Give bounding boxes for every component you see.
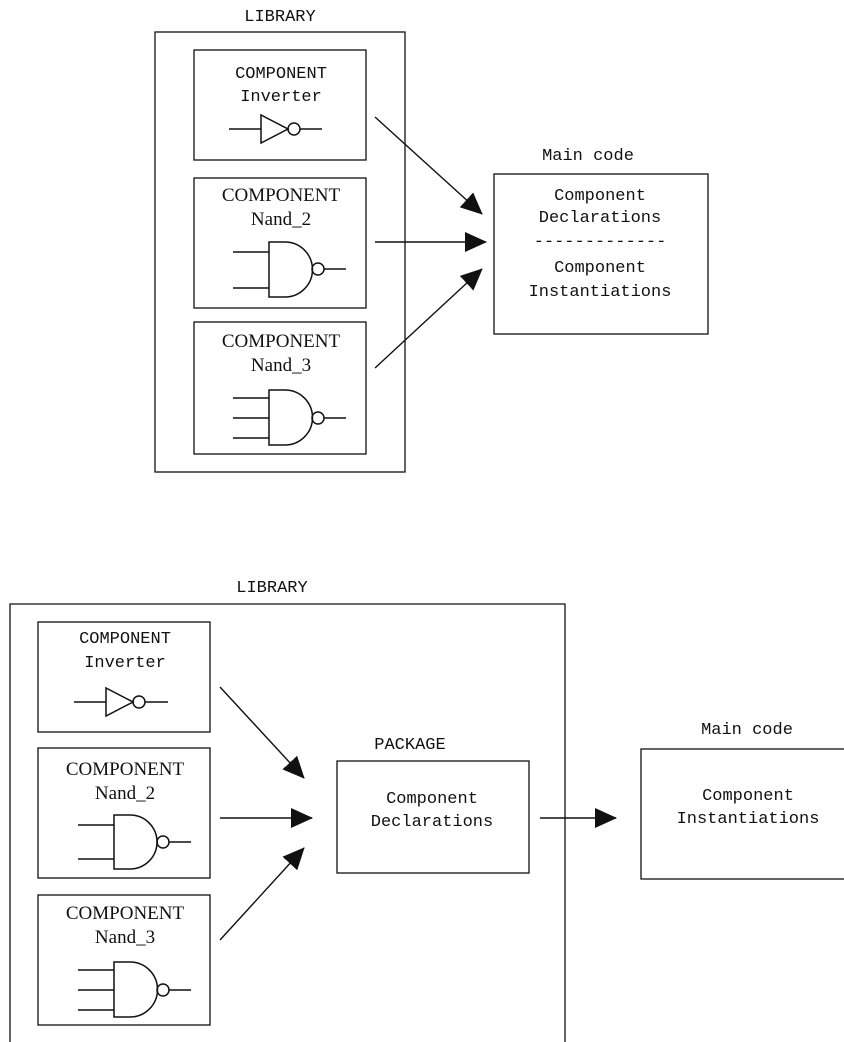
bottom-arrow-nand3	[219, 847, 305, 941]
top-main-code-line2: Declarations	[539, 209, 661, 228]
bottom-nand3-kind: COMPONENT	[66, 903, 185, 924]
bottom-nand3-name: Nand_3	[95, 927, 155, 948]
bottom-nand2-name: Nand_2	[95, 783, 155, 804]
top-arrow-inverter	[374, 116, 483, 215]
bottom-component-nand2: COMPONENT Nand_2	[37, 747, 211, 879]
top-nand2-box	[193, 177, 367, 309]
top-main-code-line3: Component	[554, 259, 646, 278]
top-main-code-line1: Component	[554, 187, 646, 206]
bottom-main-code-box	[640, 748, 844, 880]
bottom-main-code-line1: Component	[702, 787, 794, 806]
inverter-gate-icon	[74, 686, 168, 718]
top-component-inverter: COMPONENT Inverter	[193, 49, 367, 161]
nand2-gate-icon	[78, 814, 191, 870]
package-label: PACKAGE	[374, 736, 445, 755]
top-library-label: LIBRARY	[244, 8, 315, 27]
top-main-code-divider: -------------	[534, 233, 667, 252]
bottom-nand2-box	[37, 747, 211, 879]
top-library-box	[154, 31, 406, 473]
top-nand3-kind: COMPONENT	[222, 331, 341, 352]
top-component-nand2: COMPONENT Nand_2	[193, 177, 367, 309]
nand3-gate-icon	[233, 389, 346, 446]
bottom-inverter-kind: COMPONENT	[79, 630, 171, 649]
bottom-diagram: LIBRARY COMPONENT Inverter COMPONENT Nan…	[9, 579, 844, 1042]
bottom-library-box	[9, 603, 566, 1042]
top-nand2-kind: COMPONENT	[222, 185, 341, 206]
bottom-library-label: LIBRARY	[236, 579, 307, 598]
bottom-component-nand3: COMPONENT Nand_3	[37, 894, 211, 1026]
top-main-code-line4: Instantiations	[529, 283, 672, 302]
top-inverter-box	[193, 49, 367, 161]
bottom-arrow-inverter	[219, 686, 305, 779]
bottom-inverter-box	[37, 621, 211, 733]
top-inverter-kind: COMPONENT	[235, 65, 327, 84]
top-inverter-name: Inverter	[240, 88, 322, 107]
bottom-nand3-box	[37, 894, 211, 1026]
top-diagram: LIBRARY COMPONENT Inverter COMPONENT Nan…	[154, 8, 709, 473]
top-nand2-name: Nand_2	[251, 209, 311, 230]
top-main-code-title: Main code	[542, 147, 634, 166]
top-nand3-name: Nand_3	[251, 355, 311, 376]
bottom-nand2-kind: COMPONENT	[66, 759, 185, 780]
top-nand3-box	[193, 321, 367, 455]
package-box	[336, 760, 530, 874]
package-line2: Declarations	[371, 813, 493, 832]
top-main-code-box	[493, 173, 709, 335]
bottom-component-inverter: COMPONENT Inverter	[37, 621, 211, 733]
nand3-gate-icon	[78, 961, 191, 1018]
inverter-gate-icon	[229, 113, 322, 145]
top-component-nand3: COMPONENT Nand_3	[193, 321, 367, 455]
package-line1: Component	[386, 790, 478, 809]
bottom-inverter-name: Inverter	[84, 654, 166, 673]
top-arrow-nand3	[374, 268, 483, 369]
bottom-main-code-title: Main code	[701, 721, 793, 740]
bottom-main-code-line2: Instantiations	[677, 810, 820, 829]
nand2-gate-icon	[233, 241, 346, 298]
